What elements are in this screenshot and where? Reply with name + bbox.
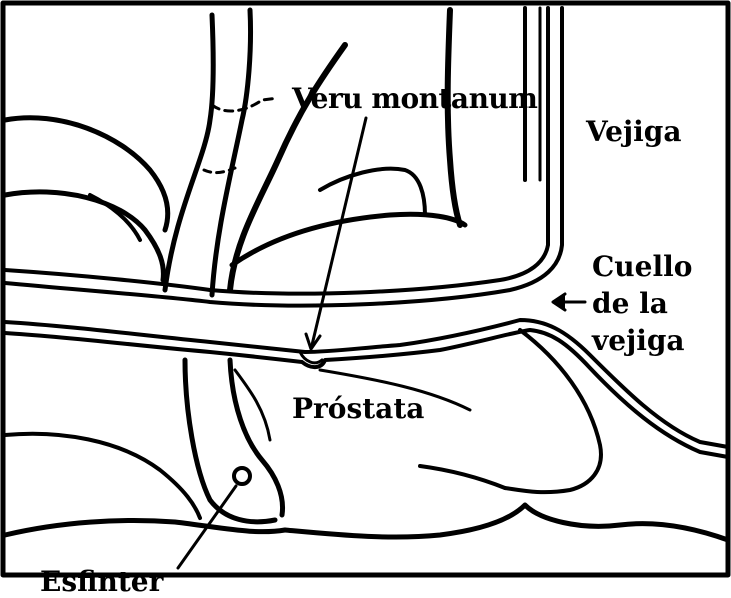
veru-pointer-line <box>312 118 366 345</box>
upper-left-tube-right <box>212 10 251 295</box>
upper-left-tube-left <box>165 15 213 290</box>
sphincter-right <box>230 360 283 515</box>
prostate-inner-line <box>420 466 505 488</box>
bladder-wall-upper-outer <box>5 8 548 294</box>
label-prostata: Próstata <box>292 395 424 423</box>
prostate-lobe-left <box>5 434 200 518</box>
vertical-structure-2 <box>448 10 460 225</box>
bladder-wall-upper-inner <box>5 8 562 306</box>
inner-fold-1 <box>232 214 465 265</box>
prostate-left-bulge <box>235 370 270 440</box>
sphincter-lumen <box>234 468 250 484</box>
prostate-outline <box>285 505 728 540</box>
label-vejiga: Vejiga <box>586 118 681 146</box>
label-veru-montanum: Veru montanum <box>292 85 537 113</box>
cuello-arrowhead <box>553 294 565 310</box>
label-cuello-line3: vejiga <box>592 327 685 355</box>
label-cuello-line2: de la <box>592 290 668 318</box>
label-cuello-line1: Cuello <box>592 253 692 281</box>
left-loop-1 <box>5 118 168 230</box>
inner-fold-2 <box>320 169 425 215</box>
label-esfinter: Esfinter <box>40 568 163 596</box>
